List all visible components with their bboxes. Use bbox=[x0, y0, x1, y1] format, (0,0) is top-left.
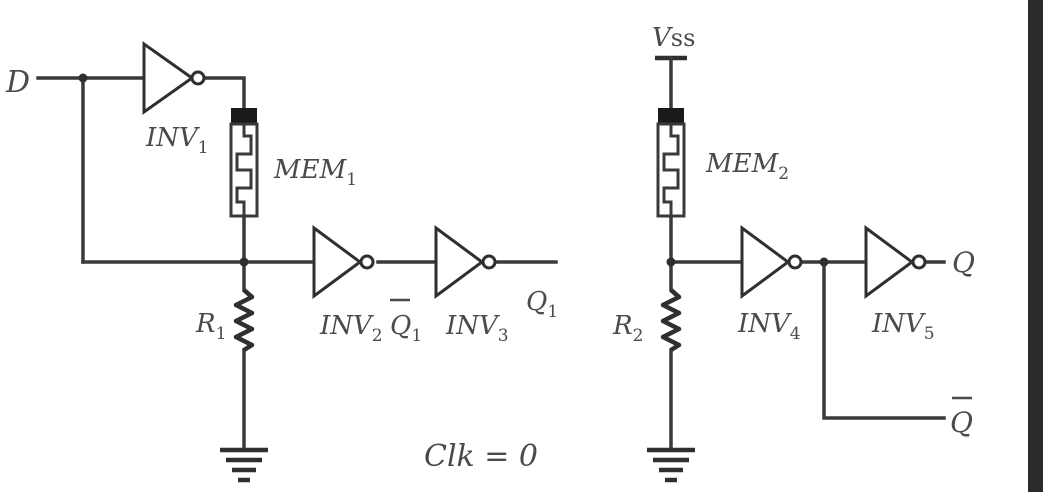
label-mem1: MEM1 bbox=[273, 155, 357, 190]
inv1-gate bbox=[142, 41, 206, 115]
label-d: D bbox=[5, 65, 30, 100]
label-q1bar: Q1 bbox=[390, 298, 422, 346]
junction-dot-r1 bbox=[239, 257, 249, 267]
label-qbar: Q bbox=[950, 396, 973, 439]
label-mem2: MEM2 bbox=[705, 149, 789, 184]
inv4-gate bbox=[740, 225, 803, 299]
mem2-memristor bbox=[656, 108, 686, 218]
inv3-gate bbox=[434, 225, 497, 299]
label-q1: Q1 bbox=[526, 287, 558, 322]
label-r1: R1 bbox=[195, 309, 226, 344]
label-inv5: INV5 bbox=[871, 309, 935, 344]
junction-dot-qbar bbox=[819, 257, 829, 267]
junction-dot-r2 bbox=[666, 257, 676, 267]
right-circuit-wires bbox=[655, 55, 946, 452]
r1-resistor bbox=[233, 288, 255, 352]
junction-dot-d bbox=[78, 73, 88, 83]
label-inv3: INV3 bbox=[445, 311, 509, 346]
ground-2 bbox=[647, 447, 695, 483]
label-inv1: INV1 bbox=[145, 123, 209, 158]
inv5-gate bbox=[864, 225, 927, 299]
inv2-gate bbox=[312, 225, 375, 299]
r2-resistor bbox=[660, 288, 682, 352]
left-circuit-wires bbox=[36, 76, 558, 452]
label-vss: Vss bbox=[652, 23, 695, 53]
label-inv4: INV4 bbox=[737, 309, 801, 344]
mem1-memristor bbox=[229, 108, 259, 218]
svg-text:Q1: Q1 bbox=[390, 311, 422, 346]
label-q: Q bbox=[952, 246, 975, 279]
label-r2: R2 bbox=[612, 311, 643, 346]
label-inv2: INV2 bbox=[319, 311, 383, 346]
label-clk: Clk = 0 bbox=[424, 439, 538, 474]
ground-1 bbox=[220, 447, 268, 483]
svg-text:Q: Q bbox=[950, 406, 973, 439]
right-edge-border bbox=[1028, 0, 1043, 492]
